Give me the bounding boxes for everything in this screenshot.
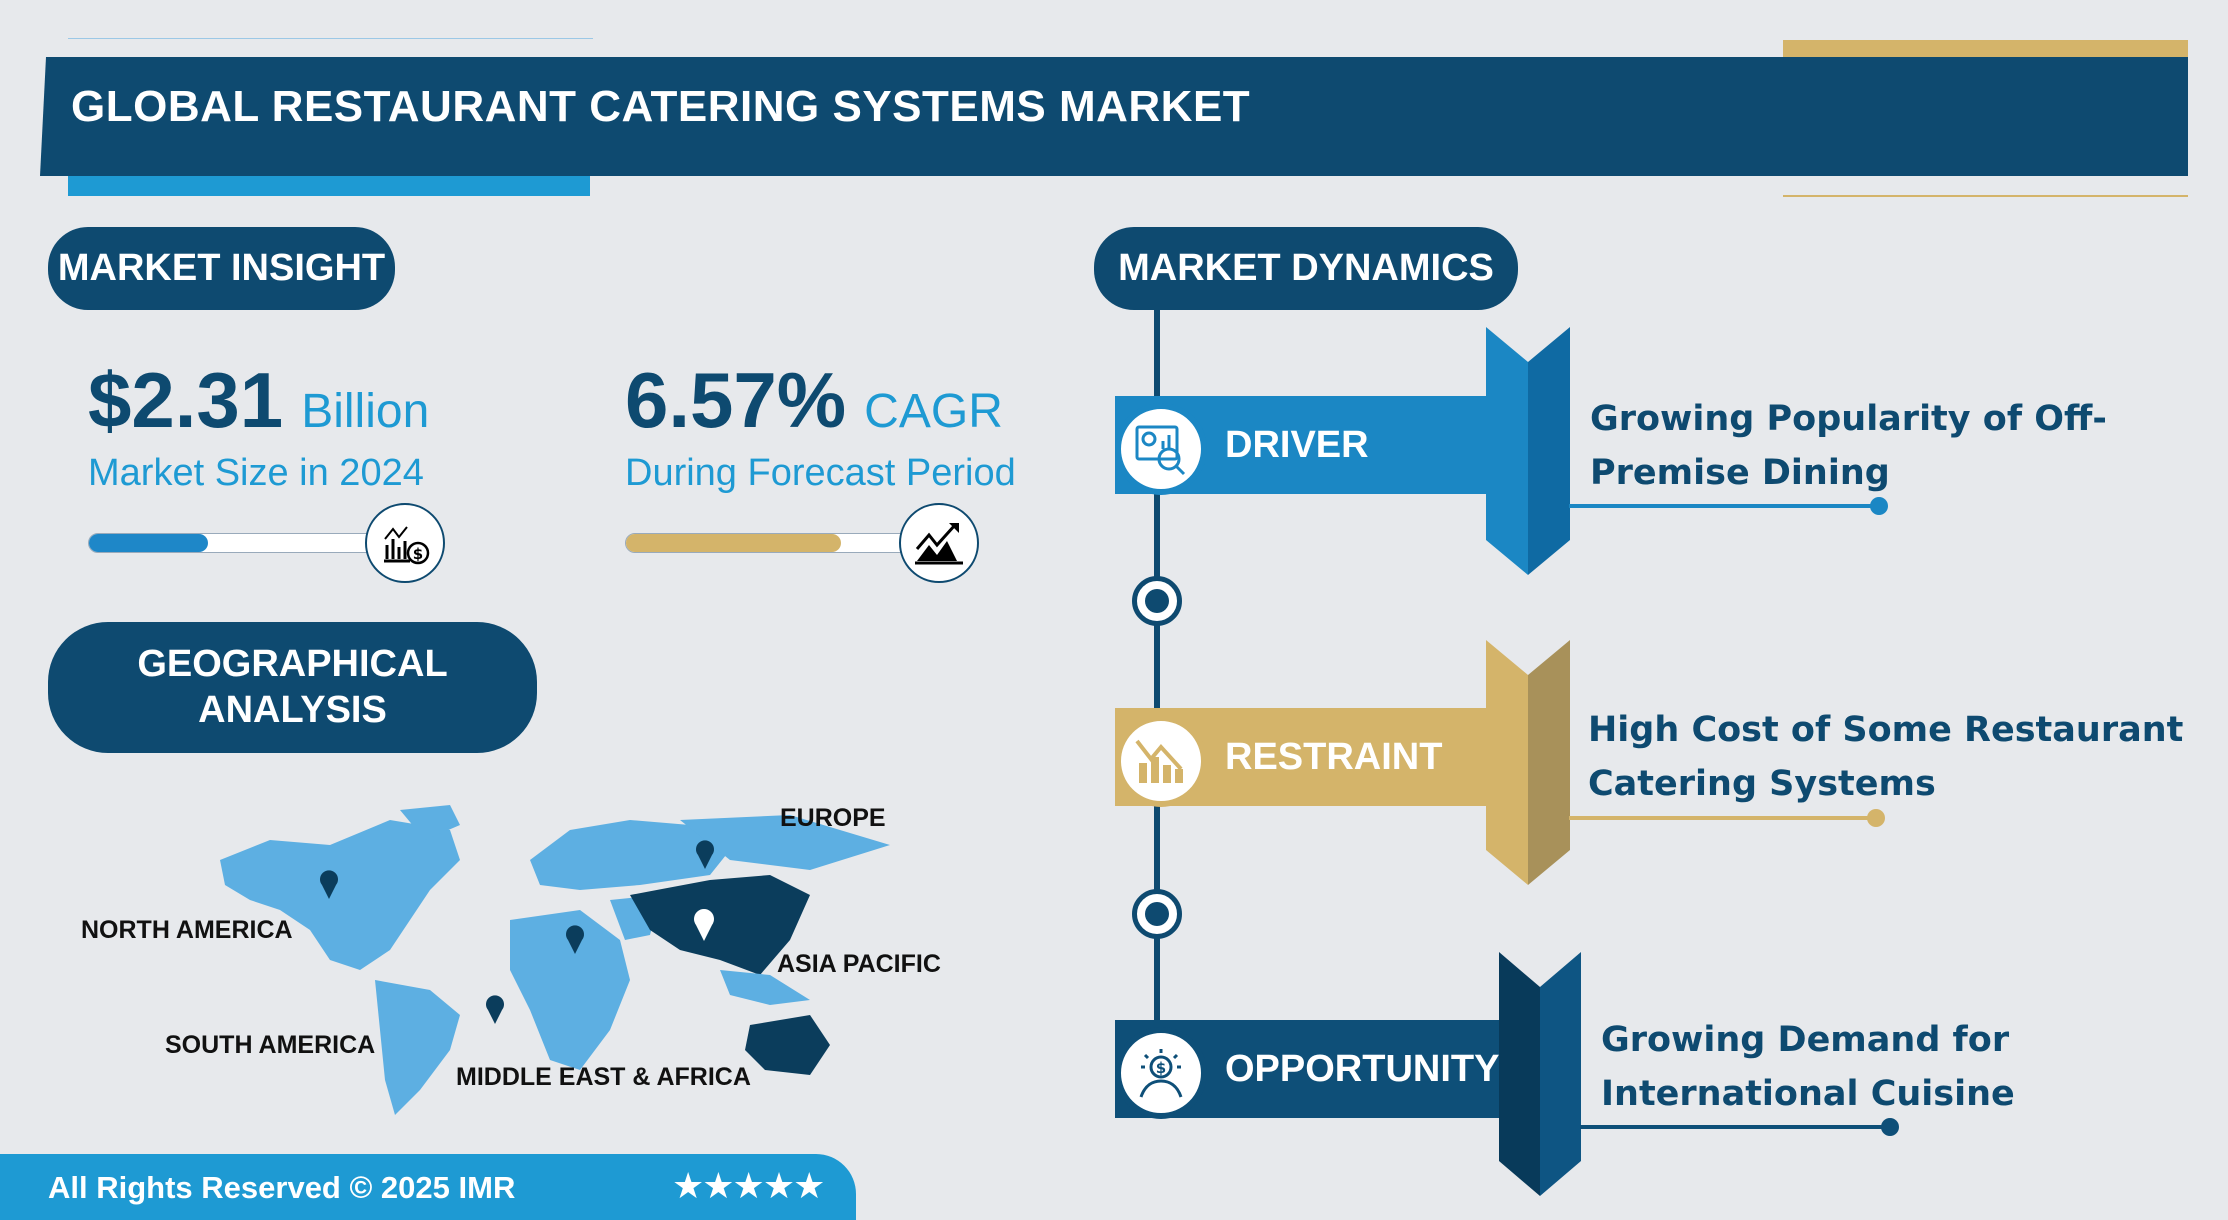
region-label: ASIA PACIFIC (777, 950, 941, 978)
map-russia (680, 815, 890, 870)
map-pin-icon-asia (694, 909, 714, 941)
restraint-chevron (1486, 640, 1570, 885)
world-map (220, 805, 890, 1115)
restraint-connector (1569, 809, 1885, 827)
svg-text:$: $ (1156, 1059, 1166, 1077)
map-australia (745, 1015, 830, 1075)
rating-stars-icon: ★★★★★ (672, 1166, 825, 1207)
map-southeast-asia (720, 970, 810, 1005)
title-bar (40, 57, 2188, 176)
opportunity-label: OPPORTUNITY (1225, 1047, 1500, 1090)
growth-chart-icon (899, 503, 979, 583)
connector-dot (1881, 1118, 1899, 1136)
geographical-analysis-heading: GEOGRAPHICAL ANALYSIS (48, 622, 537, 753)
driver-text: Growing Popularity of Off-Premise Dining (1590, 399, 2107, 493)
cagr-bar (625, 533, 925, 553)
map-asia-pacific (630, 875, 810, 975)
market-dynamics-heading: MARKET DYNAMICS (1094, 227, 1518, 310)
driver-connector (1569, 497, 1888, 515)
cagr-bar-fill (626, 534, 841, 552)
market-size-label: Market Size in 2024 (88, 452, 424, 494)
region-label: SOUTH AMERICA (165, 1031, 376, 1059)
decor-line-gold (1783, 195, 2188, 197)
market-size-number: $2.31 (88, 356, 284, 444)
decor-strip-gold (1783, 40, 2188, 57)
decor-strip-blue (68, 176, 590, 196)
region-label: NORTH AMERICA (81, 916, 293, 944)
cagr-unit: CAGR (864, 385, 1003, 438)
restraint-label: RESTRAINT (1225, 735, 1443, 778)
timeline-line (1154, 310, 1160, 1080)
map-north-america (220, 820, 460, 970)
opportunity-connector (1580, 1118, 1899, 1136)
analytics-icon (1115, 403, 1207, 495)
map-greenland (400, 805, 460, 840)
cagr-value: 6.57% CAGR (625, 355, 1003, 446)
map-pin-icons (320, 840, 714, 1024)
idea-dollar-icon: $ (1115, 1027, 1207, 1119)
timeline-node (1132, 576, 1182, 626)
restraint-text: High Cost of Some Restaurant Catering Sy… (1588, 710, 2184, 804)
chart-dollar-icon: $ (365, 503, 445, 583)
driver-label: DRIVER (1225, 423, 1369, 466)
connector-dot (1867, 809, 1885, 827)
connector-dot (1870, 497, 1888, 515)
opportunity-chevron (1499, 952, 1581, 1196)
driver-chevron (1486, 327, 1570, 575)
cagr-label: During Forecast Period (625, 452, 1016, 494)
map-europe (530, 820, 730, 890)
market-size-bar (88, 533, 388, 553)
timeline-node (1132, 889, 1182, 939)
map-africa (510, 910, 630, 1070)
region-label: MIDDLE EAST & AFRICA (456, 1063, 751, 1091)
region-label: EUROPE (780, 804, 886, 832)
cagr-number: 6.57% (625, 356, 847, 444)
svg-text:$: $ (413, 545, 423, 563)
footer (0, 1154, 856, 1220)
page-title: GLOBAL RESTAURANT CATERING SYSTEMS MARKE… (71, 82, 1251, 131)
declining-chart-icon (1115, 715, 1207, 807)
market-insight-heading: MARKET INSIGHT (48, 227, 395, 310)
market-size-value: $2.31 Billion (88, 355, 429, 446)
market-size-bar-fill (89, 534, 209, 552)
opportunity-text: Growing Demand for International Cuisine (1601, 1020, 2015, 1114)
decor-line (68, 38, 593, 39)
copyright-text: All Rights Reserved © 2025 IMR (48, 1170, 516, 1205)
market-size-unit: Billion (301, 385, 430, 438)
map-south-america (375, 980, 460, 1115)
